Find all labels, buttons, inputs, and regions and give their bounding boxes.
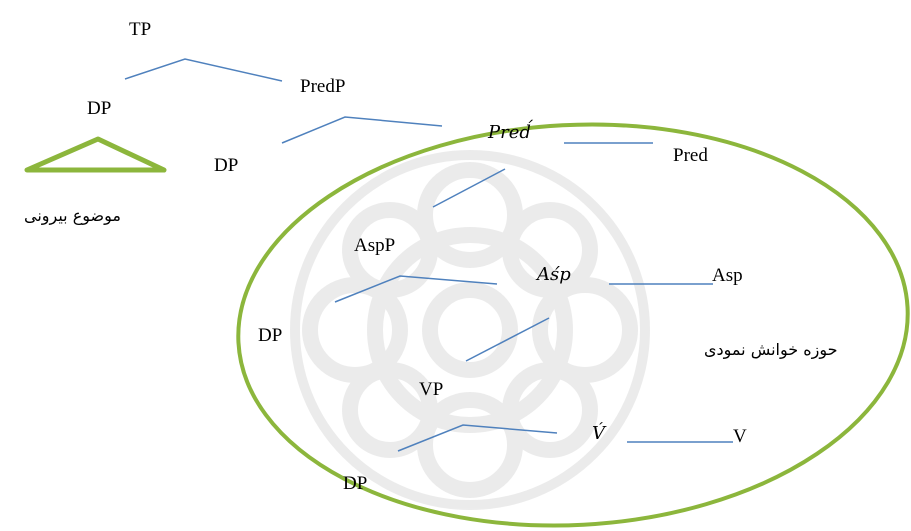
tree-branches (124, 58, 733, 452)
branch-pred-bar-aspp (432, 168, 506, 208)
dp-triangle (24, 136, 167, 173)
node-asp: Asp (712, 265, 743, 286)
node-dp-spec-predp: DP (214, 155, 239, 176)
node-dp-spec-vp: DP (343, 473, 368, 494)
branch-aspp (334, 275, 498, 303)
node-dp-spec-aspp: DP (258, 325, 283, 346)
external-argument-label: موضوع بیرونی (24, 206, 121, 225)
aspectual-domain-label: حوزه خوانش نمودی (704, 340, 838, 359)
branch-vp (397, 424, 558, 452)
node-aspp: AspP (354, 235, 396, 256)
branch-tp (124, 58, 283, 82)
node-vp: VP (419, 379, 444, 400)
node-asp-bar: Aśp (537, 264, 571, 285)
node-v-bar: V́ (592, 423, 605, 444)
node-predp: PredP (300, 76, 346, 97)
node-v: V (733, 426, 747, 447)
node-tp: TP (129, 19, 152, 40)
node-dp-spec-tp: DP (87, 98, 112, 119)
branch-predp (281, 116, 443, 144)
watermark-ornament (290, 150, 650, 510)
node-pred-bar: Pred́ (488, 122, 531, 143)
node-pred: Pred (673, 145, 708, 166)
branch-asp-bar-vp (465, 317, 550, 362)
aspectual-domain-ellipse (236, 122, 910, 528)
